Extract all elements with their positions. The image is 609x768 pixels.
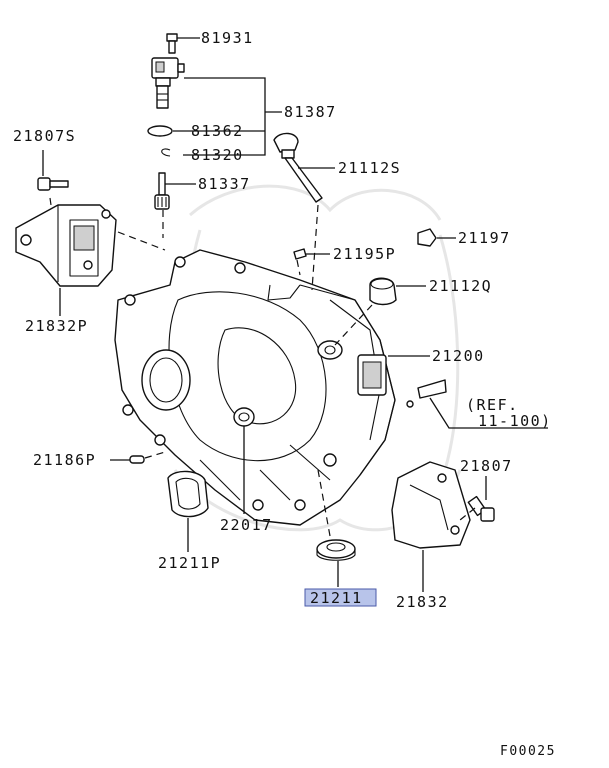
plug-21197 (417, 228, 437, 247)
label-81362[interactable]: 81362 (191, 122, 244, 140)
label-21211P[interactable]: 21211P (158, 554, 221, 572)
figure-code: F00025 (500, 744, 556, 759)
label-21197[interactable]: 21197 (458, 229, 511, 247)
bolt-21807 (467, 495, 495, 522)
snap-clip (161, 148, 171, 157)
label-81320[interactable]: 81320 (191, 146, 244, 164)
bolt-21807S (37, 177, 69, 191)
label-21200[interactable]: 21200 (432, 347, 485, 365)
transaxle-case (114, 249, 396, 526)
label-81387[interactable]: 81387 (284, 103, 337, 121)
label-21186P[interactable]: 21186P (33, 451, 96, 469)
bracket-21832P (15, 204, 117, 287)
sensor-bolt (166, 33, 178, 54)
label-22017[interactable]: 22017 (220, 516, 273, 534)
label-81337[interactable]: 81337 (198, 175, 251, 193)
label-21211[interactable]: 21211 (310, 589, 363, 607)
label-21195P[interactable]: 21195P (333, 245, 396, 263)
bracket-21832 (391, 461, 471, 549)
label-21112S[interactable]: 21112S (338, 159, 401, 177)
highlight-box (304, 588, 377, 607)
label-21832P[interactable]: 21832P (25, 317, 88, 335)
seal-21211 (316, 539, 356, 561)
speed-sensor (151, 57, 185, 109)
label-21807S[interactable]: 21807S (13, 127, 76, 145)
dipstick-21112S (273, 132, 323, 203)
ref-line-1: (REF. (466, 396, 519, 414)
ref-line-2: 11-100) (478, 412, 552, 430)
driven-gear-shaft (154, 172, 170, 210)
gasket-21211P (167, 470, 209, 518)
pin-21195P (293, 248, 307, 260)
label-21807[interactable]: 21807 (460, 457, 513, 475)
cap-21112Q (369, 277, 397, 306)
o-ring (147, 125, 173, 137)
pin-21186P (129, 455, 145, 464)
oil-seal-22017 (233, 407, 255, 427)
label-21112Q[interactable]: 21112Q (429, 277, 492, 295)
reference-clip (406, 379, 447, 408)
label-21832[interactable]: 21832 (396, 593, 449, 611)
label-81931[interactable]: 81931 (201, 29, 254, 47)
